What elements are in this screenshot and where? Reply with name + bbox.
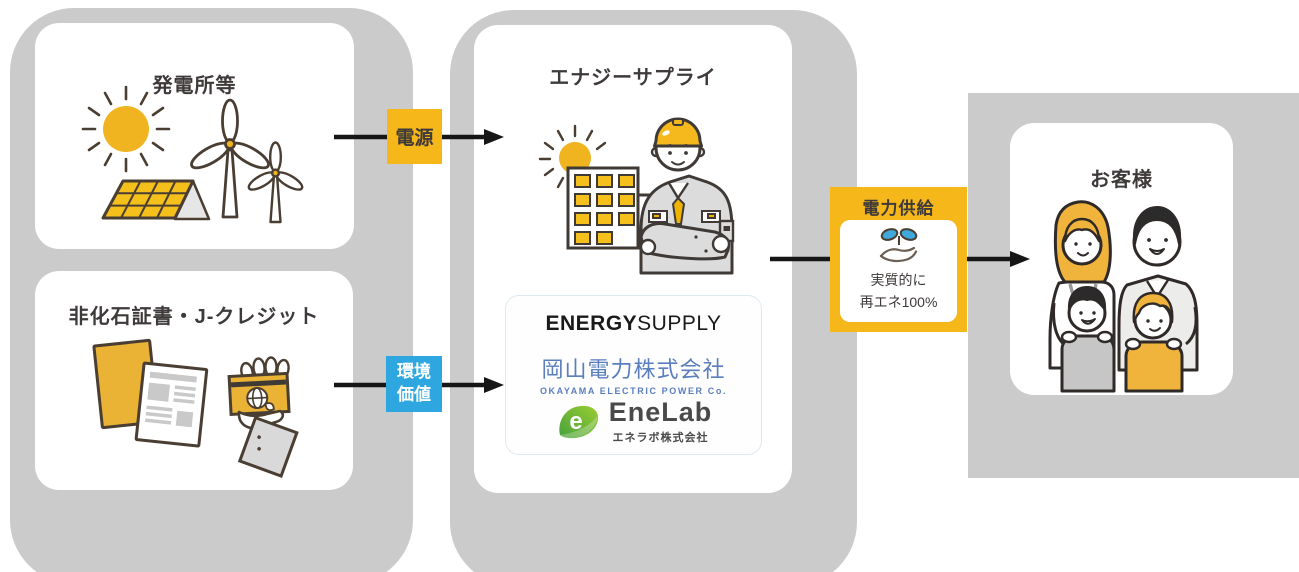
boy-figure	[1060, 286, 1116, 393]
customers-title: お客様	[1090, 169, 1153, 191]
enelab-subtitle: エネラボ株式会社	[612, 432, 709, 444]
wind-turbine-large-icon	[190, 98, 270, 219]
energy-supply-logo-light: SUPPLY	[637, 312, 722, 335]
girl-figure	[1124, 291, 1184, 393]
enelab-logo: e EneLab エネラボ株式会社	[506, 399, 761, 445]
sun-icon	[538, 124, 607, 189]
energy-supply-card: エナジーサプライ	[474, 25, 792, 493]
power-plants-card: 発電所等	[35, 23, 354, 249]
solar-panel-icon	[101, 179, 211, 221]
enelab-leaf-icon: e	[559, 405, 598, 439]
svg-text:e: e	[569, 408, 582, 435]
power-supply-note: 実質的に 再エネ100%	[860, 270, 938, 313]
energy-supply-logo: ENERGYSUPPLY	[506, 312, 761, 336]
energy-supply-logo-bold: ENERGY	[545, 312, 638, 335]
certificates-title: 非化石証書・J-クレジット	[68, 306, 320, 328]
environmental-value-label: 環境 価値	[386, 356, 442, 412]
power-source-label: 電源	[387, 109, 442, 164]
environmental-value-line1: 環境	[397, 362, 431, 382]
enelab-name: EneLab	[608, 397, 713, 427]
okayama-electric-name: 岡山電力株式会社	[541, 357, 726, 382]
power-supply-badge-body: 実質的に 再エネ100%	[840, 220, 957, 322]
hand-credit-card-icon	[227, 356, 299, 478]
energy-supply-title: エナジーサプライ	[549, 67, 717, 89]
power-supply-note-line1: 実質的に	[870, 272, 927, 288]
customers-card: お客様	[1010, 123, 1233, 395]
certificates-card: 非化石証書・J-クレジット	[35, 271, 353, 490]
power-supply-badge-title: 電力供給	[862, 199, 935, 218]
okayama-electric-subtitle: OKAYAMA ELECTRIC POWER Co.	[539, 386, 728, 396]
sun-icon	[81, 85, 171, 173]
wind-turbine-small-icon	[247, 141, 304, 224]
power-supply-badge: 電力供給 実質的に 再エネ100%	[830, 187, 967, 332]
family-illustration	[1048, 200, 1199, 393]
document-icon	[134, 361, 209, 448]
power-supply-note-line2: 再エネ100%	[859, 293, 938, 310]
certificates-illustration	[92, 338, 299, 478]
power-plants-illustration	[81, 85, 304, 224]
energy-supply-illustration	[538, 117, 735, 275]
okayama-electric-logo: 岡山電力株式会社 OKAYAMA ELECTRIC POWER Co.	[506, 352, 761, 396]
building-icon	[566, 166, 651, 250]
power-plants-title: 発電所等	[152, 75, 237, 97]
environmental-value-line2: 価値	[397, 385, 431, 404]
sprout-hand-icon	[879, 228, 917, 263]
logo-panel: ENERGYSUPPLY 岡山電力株式会社 OKAYAMA ELECTRIC P…	[505, 295, 762, 455]
worker-icon	[639, 117, 735, 275]
